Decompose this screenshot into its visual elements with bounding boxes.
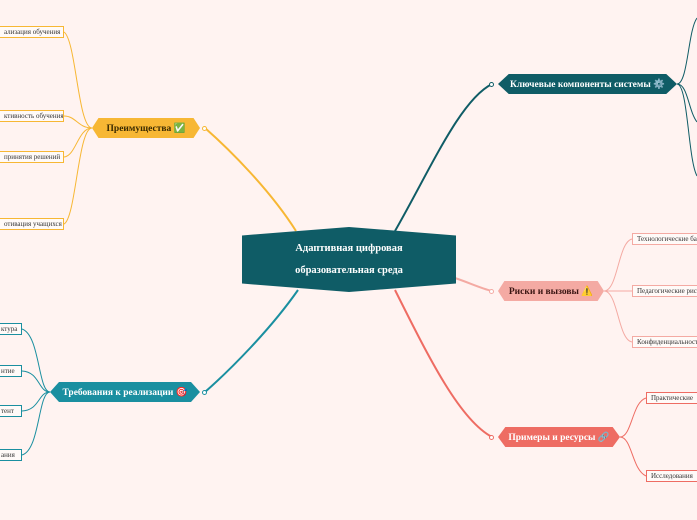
topic-advantages[interactable]: Преимущества ✅: [92, 118, 200, 138]
collapse-toggle-requirements[interactable]: [202, 390, 207, 395]
topic-key-components[interactable]: Ключевые компоненты системы ⚙️: [498, 74, 677, 94]
examples-leaf-1[interactable]: Практические: [646, 392, 697, 404]
collapse-toggle-components[interactable]: [489, 82, 494, 87]
collapse-toggle-risks[interactable]: [489, 289, 494, 294]
topic-examples[interactable]: Примеры и ресурсы 🔗: [498, 427, 620, 447]
advantages-leaf-4[interactable]: отивация учащихся: [0, 218, 64, 230]
central-topic-line-2: образовательная среда: [295, 264, 403, 276]
advantages-leaf-2[interactable]: ктивность обучения: [0, 110, 64, 122]
topic-risks[interactable]: Риски и вызовы ⚠️: [498, 281, 604, 301]
central-topic-line-1: Адаптивная цифровая: [295, 242, 403, 254]
examples-leaf-2[interactable]: Исследования: [646, 470, 697, 482]
requirements-leaf-2[interactable]: нтие: [0, 365, 22, 377]
risks-leaf-3[interactable]: Конфиденциальност: [632, 336, 697, 348]
risks-leaf-2[interactable]: Педагогические рис: [632, 285, 697, 297]
collapse-toggle-advantages[interactable]: [202, 126, 207, 131]
advantages-leaf-1[interactable]: ализация обучения: [0, 26, 64, 38]
advantages-leaf-3[interactable]: принятия решений: [0, 151, 64, 163]
topic-requirements[interactable]: Требования к реализации 🎯: [50, 382, 200, 402]
collapse-toggle-examples[interactable]: [489, 435, 494, 440]
central-topic[interactable]: Адаптивная цифровая образовательная сред…: [242, 227, 456, 292]
requirements-leaf-1[interactable]: ктура: [0, 323, 22, 335]
risks-leaf-1[interactable]: Технологические ба: [632, 233, 697, 245]
requirements-leaf-3[interactable]: тент: [0, 405, 22, 417]
requirements-leaf-4[interactable]: ания: [0, 449, 22, 461]
